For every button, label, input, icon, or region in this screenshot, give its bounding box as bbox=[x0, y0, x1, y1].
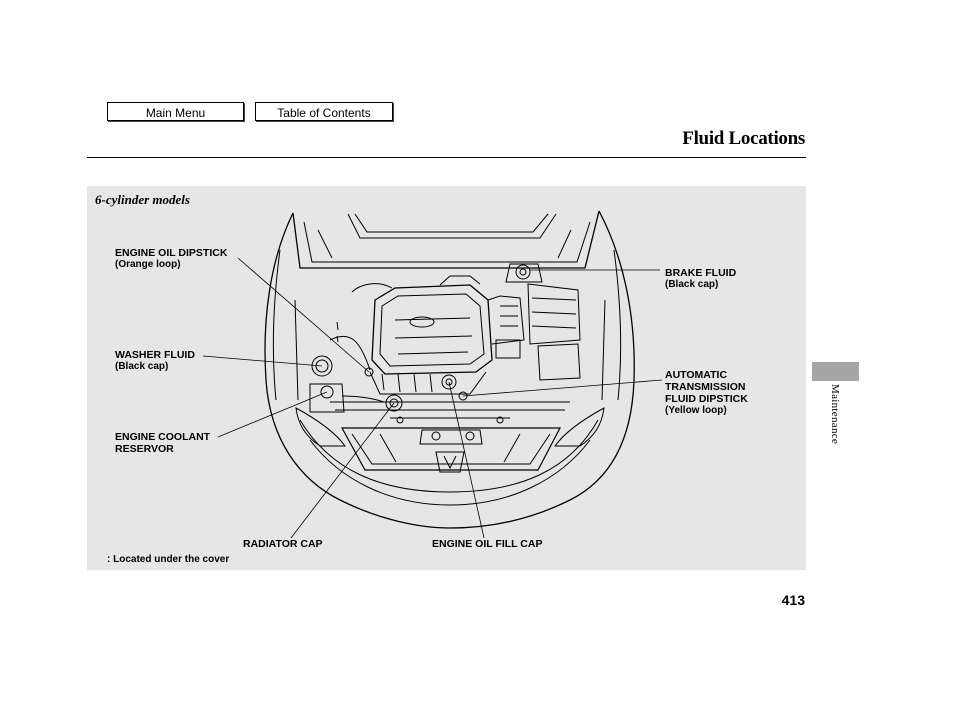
page-title: Fluid Locations bbox=[682, 128, 805, 149]
label-brake-fluid-title: BRAKE FLUID bbox=[665, 267, 737, 279]
label-atf-note: (Yellow loop) bbox=[665, 405, 727, 416]
label-brake-fluid: BRAKE FLUID (Black cap) bbox=[665, 267, 736, 291]
label-washer-fluid: WASHER FLUID (Black cap) bbox=[115, 349, 195, 373]
figure-subtitle: 6-cylinder models bbox=[95, 192, 190, 207]
label-atf-line-1: AUTOMATIC bbox=[665, 369, 728, 381]
figure-panel bbox=[87, 186, 806, 570]
table-of-contents-button[interactable]: Table of Contents bbox=[255, 102, 393, 121]
label-brake-fluid-note: (Black cap) bbox=[665, 279, 719, 290]
page-number: 413 bbox=[781, 592, 805, 608]
label-washer-fluid-note: (Black cap) bbox=[115, 361, 169, 372]
label-engine-coolant-reservoir: ENGINE COOLANT RESERVOR bbox=[115, 431, 210, 455]
label-coolant-line-2: RESERVOR bbox=[115, 443, 174, 455]
figure-footnote: : Located under the cover bbox=[107, 554, 230, 565]
section-tab-marker[interactable] bbox=[812, 362, 859, 381]
label-washer-fluid-title: WASHER FLUID bbox=[115, 349, 195, 361]
label-engine-oil-dipstick: ENGINE OIL DIPSTICK (Orange loop) bbox=[115, 247, 227, 271]
label-automatic-transmission-dipstick: AUTOMATIC TRANSMISSION FLUID DIPSTICK (Y… bbox=[665, 369, 748, 417]
label-radiator-cap: RADIATOR CAP bbox=[243, 538, 323, 550]
title-divider bbox=[87, 157, 806, 158]
section-tab-label: Maintenance bbox=[829, 384, 841, 445]
main-menu-button[interactable]: Main Menu bbox=[107, 102, 244, 121]
label-coolant-line-1: ENGINE COOLANT bbox=[115, 431, 211, 443]
label-engine-oil-dipstick-title: ENGINE OIL DIPSTICK bbox=[115, 247, 228, 259]
label-atf-line-3: FLUID DIPSTICK bbox=[665, 393, 748, 405]
label-engine-oil-fill-cap: ENGINE OIL FILL CAP bbox=[432, 538, 543, 550]
label-atf-line-2: TRANSMISSION bbox=[665, 381, 746, 393]
label-engine-oil-dipstick-note: (Orange loop) bbox=[115, 259, 181, 270]
